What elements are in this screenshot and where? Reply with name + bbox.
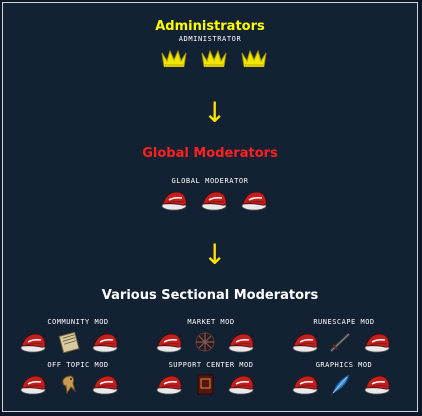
global-moderator-label: GLOBAL MODERATOR (171, 177, 249, 185)
santa-hat-icon (155, 373, 183, 395)
gold-crown-icon (200, 47, 228, 69)
global-moderators-title: Global Moderators (142, 146, 278, 161)
gold-crown-icon (240, 47, 268, 69)
santa-hat-icon (291, 331, 319, 353)
graphics-mod-label: GRAPHICS MOD (315, 361, 373, 369)
quill-icon (327, 373, 355, 395)
market-mod-group (155, 331, 255, 353)
staff-hierarchy-panel: Administrators ADMINISTRATOR ↓ Global Mo… (2, 2, 418, 412)
book-icon (191, 373, 219, 395)
santa-hat-icon (91, 331, 119, 353)
support-center-mod-group (155, 373, 255, 395)
community-mod-label: COMMUNITY MOD (47, 318, 109, 326)
santa-hat-icon (19, 373, 47, 395)
santa-hat-icon (200, 189, 228, 211)
global-moderator-hats (160, 189, 268, 211)
down-arrow-icon: ↓ (203, 96, 227, 129)
off-topic-mod-group (19, 373, 119, 395)
sectional-moderators-title: Various Sectional Moderators (101, 288, 319, 303)
santa-hat-icon (160, 189, 188, 211)
santa-hat-icon (227, 373, 255, 395)
santa-hat-icon (240, 189, 268, 211)
down-arrow-icon: ↓ (203, 238, 227, 271)
runescape-mod-label: RUNESCAPE MOD (313, 318, 375, 326)
santa-hat-icon (155, 331, 183, 353)
market-mod-label: MARKET MOD (187, 318, 235, 326)
chicken-icon (55, 373, 83, 395)
administrator-crowns (160, 47, 268, 69)
graphics-mod-group (291, 373, 391, 395)
scroll-icon (55, 331, 83, 353)
santa-hat-icon (227, 331, 255, 353)
gold-crown-icon (160, 47, 188, 69)
community-mod-group (19, 331, 119, 353)
administrators-title: Administrators (155, 19, 265, 34)
santa-hat-icon (19, 331, 47, 353)
santa-hat-icon (363, 373, 391, 395)
sword-icon (327, 331, 355, 353)
santa-hat-icon (363, 331, 391, 353)
santa-hat-icon (91, 373, 119, 395)
web-icon (191, 331, 219, 353)
santa-hat-icon (291, 373, 319, 395)
runescape-mod-group (291, 331, 391, 353)
administrator-label: ADMINISTRATOR (178, 35, 242, 43)
off-topic-mod-label: OFF TOPIC MOD (47, 361, 109, 369)
support-center-mod-label: SUPPORT CENTER MOD (168, 361, 254, 369)
